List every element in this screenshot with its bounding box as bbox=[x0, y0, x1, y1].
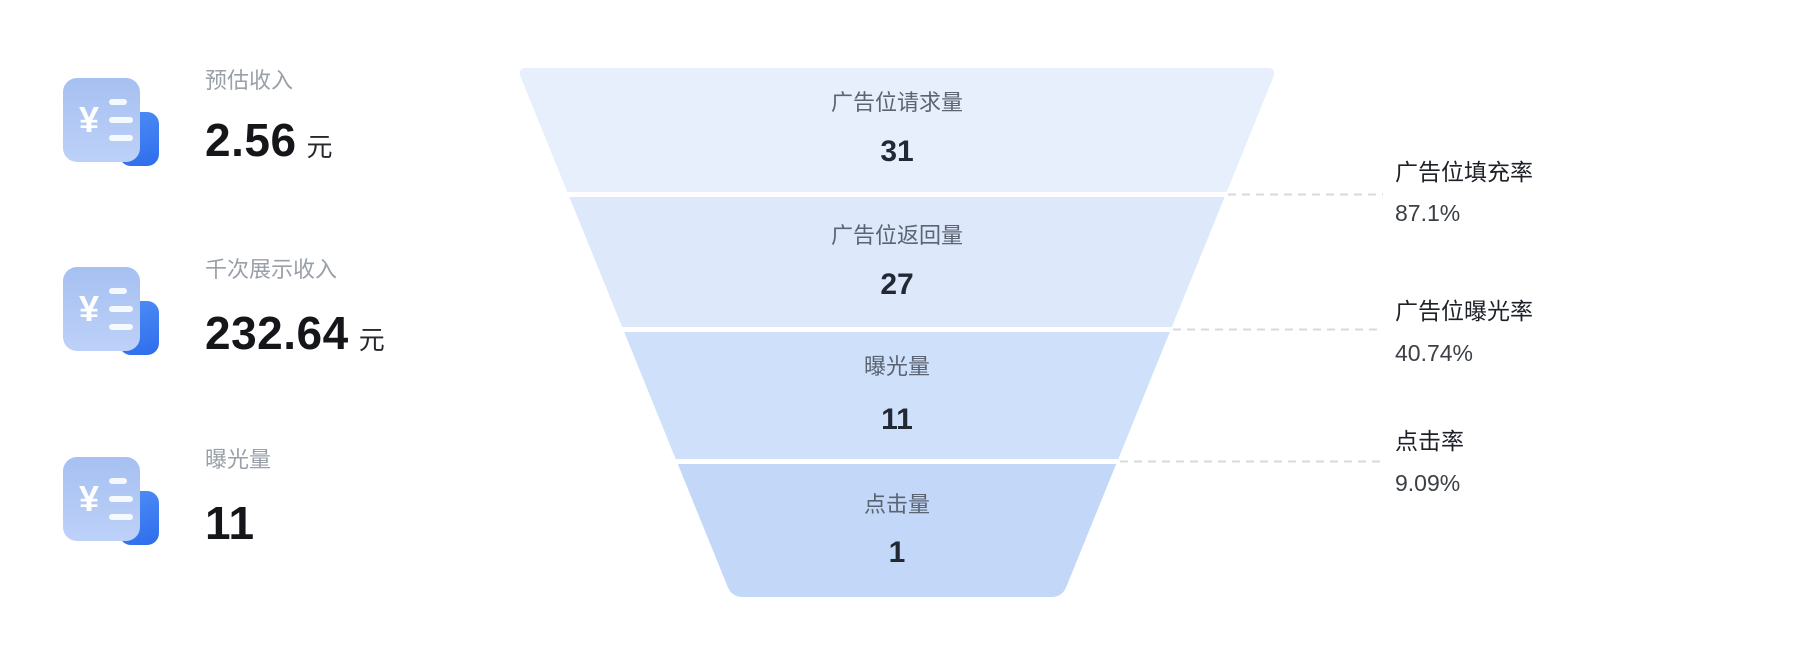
stat-value: 2.56 bbox=[205, 114, 297, 166]
stat-label: 千次展示收入 bbox=[205, 257, 338, 282]
funnel-segment-clicks[interactable] bbox=[677, 464, 1117, 597]
bill-body-shape: ¥ bbox=[63, 267, 140, 351]
funnel-level-value: 27 bbox=[880, 268, 914, 301]
stat-unit: 元 bbox=[358, 325, 385, 355]
stat-value-row: 11 bbox=[205, 498, 565, 555]
rate-value-click-rate: 9.09% bbox=[1395, 470, 1461, 496]
funnel-level-title: 点击量 bbox=[863, 492, 930, 517]
bill-line-icon bbox=[109, 478, 127, 484]
bill-line-icon bbox=[109, 514, 133, 520]
stat-value: 11 bbox=[205, 497, 255, 549]
yen-symbol-icon: ¥ bbox=[78, 99, 100, 140]
yen-bill-icon: ¥ bbox=[63, 267, 163, 359]
funnel-segment-impressions[interactable] bbox=[624, 332, 1170, 459]
bill-line-icon bbox=[109, 135, 133, 141]
stat-value: 232.64 bbox=[205, 307, 349, 359]
rate-value-exposure-rate: 40.74% bbox=[1395, 340, 1474, 366]
bill-line-icon bbox=[109, 99, 127, 105]
funnel-level-title: 曝光量 bbox=[863, 354, 930, 379]
bill-line-icon bbox=[109, 324, 133, 330]
bill-body-shape: ¥ bbox=[63, 78, 140, 162]
rate-label-click-rate: 点击率 bbox=[1395, 428, 1464, 454]
yen-bill-icon: ¥ bbox=[63, 78, 163, 170]
funnel-level-value: 11 bbox=[881, 403, 913, 436]
yen-symbol-icon: ¥ bbox=[78, 478, 100, 519]
bill-line-icon bbox=[109, 117, 133, 123]
stat-label: 曝光量 bbox=[205, 447, 272, 472]
bill-line-icon bbox=[109, 288, 127, 294]
stat-label: 预估收入 bbox=[205, 68, 294, 93]
bill-body-shape: ¥ bbox=[63, 457, 140, 541]
rate-value-fill-rate: 87.1% bbox=[1395, 200, 1461, 226]
stat-unit: 元 bbox=[306, 132, 333, 162]
rate-label-fill-rate: 广告位填充率 bbox=[1395, 159, 1533, 185]
yen-symbol-icon: ¥ bbox=[78, 288, 100, 329]
yen-bill-icon: ¥ bbox=[63, 457, 163, 549]
funnel-level-title: 广告位返回量 bbox=[830, 223, 963, 248]
funnel-level-title: 广告位请求量 bbox=[830, 90, 963, 115]
stat-value-row: 232.64 元 bbox=[205, 308, 565, 365]
stat-value-row: 2.56 元 bbox=[205, 115, 565, 172]
bill-line-icon bbox=[109, 306, 133, 312]
rate-label-exposure-rate: 广告位曝光率 bbox=[1395, 298, 1533, 324]
bill-line-icon bbox=[109, 496, 133, 502]
funnel-segment-ad-requests[interactable] bbox=[519, 68, 1275, 192]
funnel-segment-ad-returns[interactable] bbox=[569, 197, 1225, 327]
funnel-level-value: 31 bbox=[880, 135, 914, 168]
funnel-level-value: 1 bbox=[888, 536, 906, 569]
